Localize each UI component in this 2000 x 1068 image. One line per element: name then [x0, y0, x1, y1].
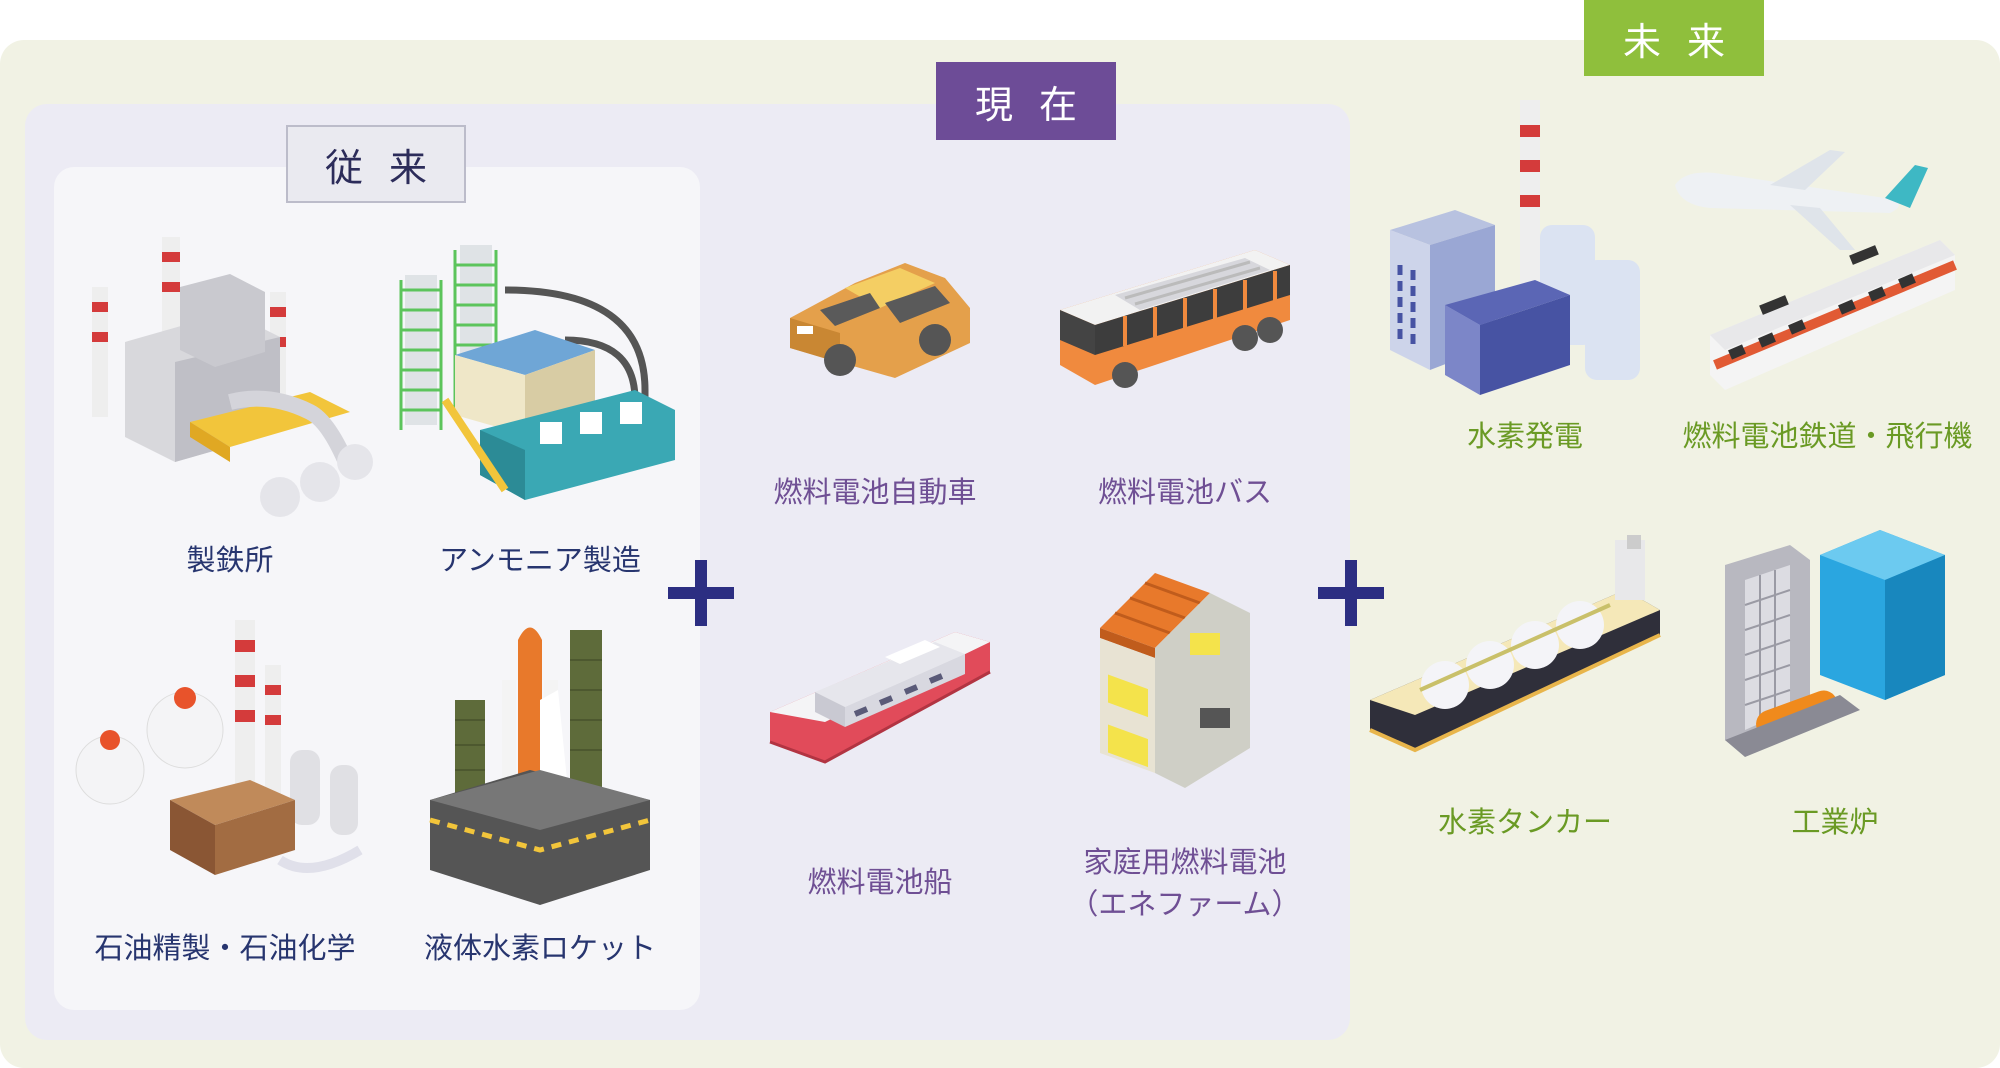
present-tag: 現在 — [936, 62, 1116, 140]
hydrogen-power-plant-label: 水素発電 — [1466, 419, 1583, 453]
conventional-tag: 従来 — [286, 125, 466, 203]
hydrogen-power-plant-icon — [1390, 100, 1640, 395]
oil-refinery-icon — [75, 620, 363, 875]
oil-refinery-label: 石油精製・石油化学 — [94, 931, 356, 965]
hydrogen-tanker-icon — [1369, 535, 1661, 753]
home-fuel-cell-label-line1: 家庭用燃料電池 — [1083, 845, 1287, 879]
home-fuel-cell-label-line2: （エネファーム） — [1069, 887, 1301, 921]
fuel-cell-car-icon — [790, 263, 970, 378]
industrial-furnace-icon — [1725, 530, 1945, 757]
fuel-cell-ship-icon — [769, 632, 991, 764]
rocket-launch-icon — [429, 627, 651, 905]
ammonia-plant-label: アンモニア製造 — [439, 543, 641, 577]
rocket-launch-label: 液体水素ロケット — [423, 931, 656, 965]
steel-mill-icon — [92, 237, 373, 517]
fuel-cell-bus-label: 燃料電池バス — [1097, 475, 1272, 509]
fuel-cell-car-label: 燃料電池自動車 — [773, 475, 977, 509]
industrial-furnace-label: 工業炉 — [1791, 805, 1879, 839]
future-tag: 未来 — [1584, 0, 1764, 76]
train-airplane-icon — [1675, 150, 1957, 390]
plus-icon — [1318, 560, 1384, 626]
hydrogen-tanker-label: 水素タンカー — [1437, 805, 1612, 839]
home-fuel-cell-icon — [1100, 573, 1250, 788]
fuel-cell-bus-icon — [1060, 250, 1290, 388]
plus-icon — [668, 560, 734, 626]
steel-mill-label: 製鉄所 — [186, 543, 274, 577]
fuel-cell-ship-label: 燃料電池船 — [807, 865, 953, 899]
train-airplane-label: 燃料電池鉄道・飛行機 — [1682, 419, 1973, 453]
ammonia-plant-icon — [399, 245, 675, 500]
